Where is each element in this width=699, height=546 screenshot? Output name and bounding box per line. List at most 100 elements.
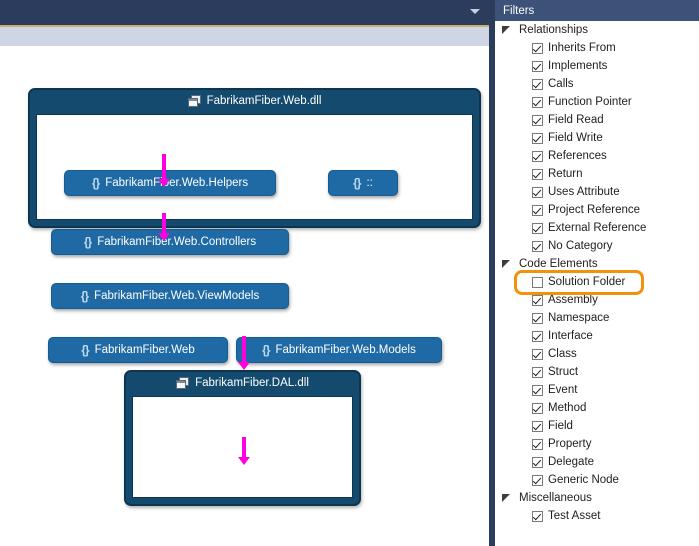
assembly-group-body xyxy=(36,114,473,220)
checkbox-icon[interactable] xyxy=(532,330,543,342)
filter-item-field[interactable]: Field xyxy=(495,417,699,435)
filter-item-label: Test Asset xyxy=(548,510,601,522)
namespace-node-label: FabrikamFiber.Web.Controllers xyxy=(97,236,257,248)
dependency-arrow-data-to-models[interactable] xyxy=(238,437,250,465)
filter-section-relationships[interactable]: Relationships xyxy=(495,21,699,39)
dependency-arrow-web-dll-to-dal-dll[interactable] xyxy=(238,336,250,370)
filter-item-class[interactable]: Class xyxy=(495,345,699,363)
filter-item-property[interactable]: Property xyxy=(495,435,699,453)
filter-item-return[interactable]: Return xyxy=(495,165,699,183)
filter-item-label: Implements xyxy=(548,60,608,72)
filter-item-interface[interactable]: Interface xyxy=(495,327,699,345)
filter-item-generic-node[interactable]: Generic Node xyxy=(495,471,699,489)
filter-item-implements[interactable]: Implements xyxy=(495,57,699,75)
checkbox-icon[interactable] xyxy=(532,384,543,396)
namespace-node[interactable]: {}:: xyxy=(328,170,398,196)
filter-item-project-reference[interactable]: Project Reference xyxy=(495,201,699,219)
checkbox-icon[interactable] xyxy=(532,240,543,252)
assembly-group-web-dll[interactable]: FabrikamFiber.Web.dll xyxy=(28,88,481,228)
filter-item-label: Field Read xyxy=(548,114,604,126)
filter-item-function-pointer[interactable]: Function Pointer xyxy=(495,93,699,111)
filter-section-code-elements[interactable]: Code Elements xyxy=(495,255,699,273)
checkbox-icon[interactable] xyxy=(532,456,543,468)
filter-section-label: Miscellaneous xyxy=(519,492,592,504)
checkbox-icon[interactable] xyxy=(532,204,543,216)
namespace-icon: {} xyxy=(91,176,100,190)
filter-section-miscellaneous[interactable]: Miscellaneous xyxy=(495,489,699,507)
namespace-node[interactable]: {}FabrikamFiber.Web.ViewModels xyxy=(51,283,289,309)
checkbox-icon[interactable] xyxy=(532,402,543,414)
filter-item-label: Inherits From xyxy=(548,42,616,54)
filter-item-event[interactable]: Event xyxy=(495,381,699,399)
filter-item-field-write[interactable]: Field Write xyxy=(495,129,699,147)
namespace-node[interactable]: {} FabrikamFiber.Web xyxy=(48,337,228,363)
namespace-icon: {} xyxy=(81,343,89,357)
filter-item-label: Solution Folder xyxy=(548,276,626,288)
checkbox-icon[interactable] xyxy=(532,42,543,54)
dependency-arrow-helpers-to-controllers[interactable] xyxy=(158,154,170,187)
assembly-group-header[interactable]: FabrikamFiber.DAL.dll xyxy=(126,372,359,394)
assembly-icon xyxy=(187,95,201,107)
checkbox-icon[interactable] xyxy=(532,366,543,378)
namespace-node-label: FabrikamFiber.Web xyxy=(94,344,195,356)
checkbox-icon[interactable] xyxy=(532,312,543,324)
checkbox-icon[interactable] xyxy=(532,78,543,90)
assembly-group-header[interactable]: FabrikamFiber.Web.dll xyxy=(30,90,479,112)
expander-triangle-icon[interactable] xyxy=(502,493,511,503)
chevron-down-icon[interactable] xyxy=(470,9,480,14)
arrow-shaft xyxy=(242,336,246,363)
checkbox-icon[interactable] xyxy=(532,132,543,144)
code-map-canvas[interactable]: FabrikamFiber.Web.dll{}FabrikamFiber.Web… xyxy=(0,46,489,546)
checkbox-icon[interactable] xyxy=(532,420,543,432)
checkbox-icon[interactable] xyxy=(532,438,543,450)
checkbox-icon[interactable] xyxy=(532,96,543,108)
filter-item-label: Uses Attribute xyxy=(548,186,620,198)
filter-item-label: Return xyxy=(548,168,583,180)
assembly-group-label: FabrikamFiber.DAL.dll xyxy=(195,377,309,389)
filter-item-test-asset[interactable]: Test Asset xyxy=(495,507,699,525)
filter-item-label: Delegate xyxy=(548,456,595,468)
filter-item-solution-folder[interactable]: Solution Folder xyxy=(495,273,699,291)
filter-item-field-read[interactable]: Field Read xyxy=(495,111,699,129)
filter-item-assembly[interactable]: Assembly xyxy=(495,291,699,309)
checkbox-icon[interactable] xyxy=(532,150,543,162)
filter-item-delegate[interactable]: Delegate xyxy=(495,453,699,471)
filters-panel-title: Filters xyxy=(495,0,699,21)
toolbar-secondary-band xyxy=(0,27,489,46)
expander-triangle-icon[interactable] xyxy=(502,259,511,269)
checkbox-icon[interactable] xyxy=(532,168,543,180)
dependency-arrow-controllers-to-viewmodels[interactable] xyxy=(158,213,170,241)
assembly-group-dal-dll[interactable]: FabrikamFiber.DAL.dll xyxy=(124,370,361,506)
filter-item-method[interactable]: Method xyxy=(495,399,699,417)
arrow-shaft xyxy=(162,213,166,234)
namespace-node[interactable]: {}FabrikamFiber.Web.Helpers xyxy=(64,170,276,196)
checkbox-icon[interactable] xyxy=(532,60,543,72)
namespace-node[interactable]: {}FabrikamFiber.Web.Models xyxy=(236,337,442,363)
arrow-shaft xyxy=(162,154,166,180)
filter-item-references[interactable]: References xyxy=(495,147,699,165)
expander-triangle-icon[interactable] xyxy=(502,25,511,35)
filter-item-calls[interactable]: Calls xyxy=(495,75,699,93)
filter-item-struct[interactable]: Struct xyxy=(495,363,699,381)
diagram-toolbar[interactable] xyxy=(0,0,489,25)
checkbox-icon[interactable] xyxy=(532,186,543,198)
checkbox-icon[interactable] xyxy=(532,510,543,522)
checkbox-icon[interactable] xyxy=(532,294,543,306)
filter-item-external-reference[interactable]: External Reference xyxy=(495,219,699,237)
filter-item-namespace[interactable]: Namespace xyxy=(495,309,699,327)
filter-item-label: Event xyxy=(548,384,578,396)
namespace-node-label: :: xyxy=(366,177,373,189)
namespace-icon: {} xyxy=(80,289,89,303)
filter-item-label: Field Write xyxy=(548,132,603,144)
namespace-node[interactable]: {}FabrikamFiber.Web.Controllers xyxy=(51,229,289,255)
checkbox-icon[interactable] xyxy=(532,474,543,486)
filter-item-label: Calls xyxy=(548,78,574,90)
filter-item-no-category[interactable]: No Category xyxy=(495,237,699,255)
checkbox-icon[interactable] xyxy=(532,348,543,360)
filter-item-uses-attribute[interactable]: Uses Attribute xyxy=(495,183,699,201)
checkbox-icon[interactable] xyxy=(532,114,543,126)
checkbox-icon[interactable] xyxy=(532,222,543,234)
checkbox-icon[interactable] xyxy=(532,276,543,288)
filter-item-inherits-from[interactable]: Inherits From xyxy=(495,39,699,57)
